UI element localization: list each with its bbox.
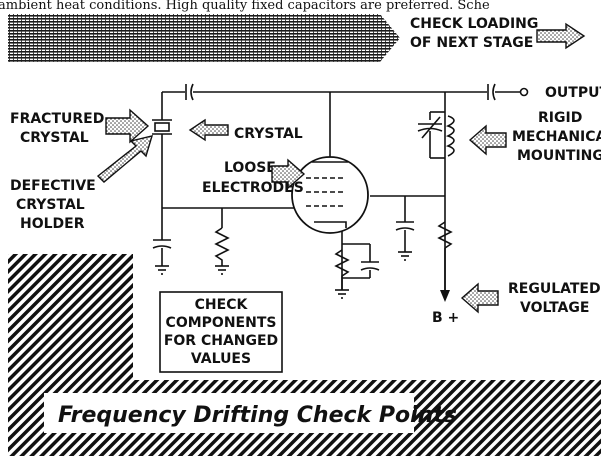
loose-electrodes-label-2: ELECTRODES [202,180,304,196]
page-title: Frequency Drifting Check Points [58,403,457,428]
b-plus-arrow-icon [440,248,450,302]
check-loading-label-2: OF NEXT STAGE [410,35,533,51]
output-terminal [519,87,529,97]
crystal-symbol [152,119,172,135]
plate-bypass-capacitor [395,221,415,231]
grid-bypass-capacitor [152,239,172,262]
output-label: OUTPUT [545,85,601,101]
schematic-wires [161,91,520,300]
ground-icon [215,265,229,275]
loose-electrodes-arrow-icon [271,158,306,190]
ground-icon [398,251,412,261]
cathode-bypass-capacitor [360,261,380,271]
cathode-resistor [334,249,350,290]
top-text-fragment: ambient heat conditions. High quality fi… [0,0,490,13]
b-plus-label: B + [432,310,459,326]
defective-holder-label-1: DEFECTIVE [10,178,96,194]
rigid-mounting-arrow-icon [468,124,507,156]
top-banner-arrow [8,14,400,62]
check-components-label-3: FOR CHANGED [164,333,278,349]
regulated-voltage-label-2: VOLTAGE [520,300,589,316]
plate-resistor [437,221,453,249]
check-loading-label-1: CHECK LOADING [410,16,538,32]
rigid-mounting-label-2: MECHANICAL [512,129,601,145]
grid-resistor [214,227,230,266]
fractured-crystal-label-1: FRACTURED [10,111,104,127]
check-loading-arrow-icon [536,22,586,50]
coupling-capacitor-left [185,83,194,101]
ground-icon [335,289,349,299]
vacuum-tube [291,156,369,234]
ground-icon [155,262,169,275]
title-banner [44,393,414,433]
defective-holder-label-3: HOLDER [20,216,85,232]
check-components-label-4: VALUES [191,351,251,367]
crystal-arrow-icon [188,118,229,142]
defective-holder-label-2: CRYSTAL [16,197,85,213]
check-components-box [159,291,283,373]
tank-circuit [417,111,455,159]
coupling-capacitor-right [487,83,496,101]
rigid-mounting-label-3: MOUNTING [517,148,601,164]
rigid-mounting-label-1: RIGID [538,110,582,126]
regulated-voltage-label-1: REGULATED [508,281,601,297]
defective-holder-arrow-icon [96,135,154,183]
fractured-crystal-arrow-icon [105,108,150,144]
loose-electrodes-label-1: LOOSE [224,160,276,176]
regulated-voltage-arrow-icon [460,282,499,314]
check-components-label-2: COMPONENTS [166,315,277,331]
check-components-label-1: CHECK [195,297,249,313]
crystal-label: CRYSTAL [234,126,303,142]
fractured-crystal-label-2: CRYSTAL [20,130,89,146]
